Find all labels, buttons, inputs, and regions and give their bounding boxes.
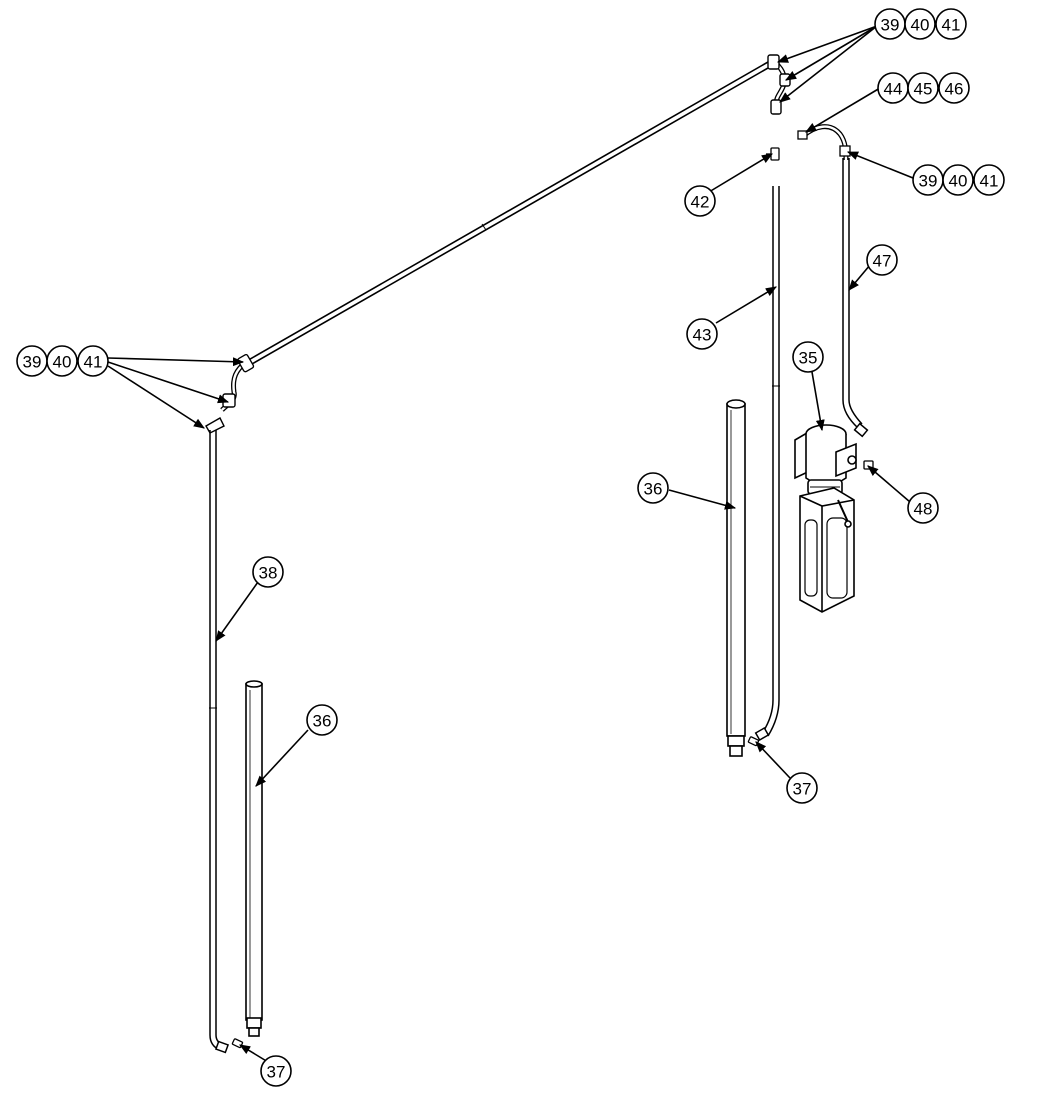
label-top2-b: 45 xyxy=(914,80,933,99)
label-left-a: 39 xyxy=(23,353,42,372)
label-left-b: 40 xyxy=(53,353,72,372)
balloon-37-right xyxy=(786,772,818,804)
label-38: 38 xyxy=(259,564,278,583)
callout-top-group-1 xyxy=(874,8,967,40)
label-top1-a: 39 xyxy=(881,16,900,35)
label-48: 48 xyxy=(914,500,933,519)
balloon-38 xyxy=(252,556,284,588)
tee-fitting-42 xyxy=(766,147,780,161)
label-top2-a: 44 xyxy=(884,80,903,99)
balloon-48 xyxy=(907,492,939,524)
callout-left-group xyxy=(16,345,109,377)
balloon-42 xyxy=(684,185,716,217)
label-right-b: 40 xyxy=(949,172,968,191)
power-unit-35 xyxy=(794,424,857,613)
label-top2-c: 46 xyxy=(945,80,964,99)
label-37-right: 37 xyxy=(793,780,812,799)
leader-lines xyxy=(107,25,914,1063)
label-top1-b: 40 xyxy=(911,16,930,35)
callout-top-group-2 xyxy=(877,72,970,104)
label-left-c: 41 xyxy=(84,353,103,372)
right-cylinder xyxy=(726,399,746,757)
label-right-c: 41 xyxy=(980,172,999,191)
pressure-line-43 xyxy=(754,186,780,741)
balloon-47 xyxy=(866,244,898,276)
left-cylinder xyxy=(245,680,263,1037)
label-47: 47 xyxy=(873,252,892,271)
label-42: 42 xyxy=(691,193,710,212)
balloon-37-left xyxy=(260,1055,292,1087)
fitting-48 xyxy=(863,460,874,470)
balloon-36-right xyxy=(637,472,669,504)
label-36-right: 36 xyxy=(644,480,663,499)
overhead-hydraulic-line xyxy=(244,57,776,369)
callout-right-group xyxy=(912,164,1005,196)
top-right-elbow-fittings xyxy=(767,54,791,115)
label-top1-c: 41 xyxy=(942,16,961,35)
left-elbow-fittings xyxy=(205,353,255,434)
label-35: 35 xyxy=(799,349,818,368)
label-36-left: 36 xyxy=(313,712,332,731)
label-right-a: 39 xyxy=(919,172,938,191)
balloon-35 xyxy=(792,341,824,373)
label-43: 43 xyxy=(693,326,712,345)
balloon-43 xyxy=(686,318,718,350)
right-fitting-37 xyxy=(747,736,760,747)
left-vertical-line xyxy=(209,430,230,1054)
label-37-left: 37 xyxy=(267,1063,286,1082)
balloon-36-left xyxy=(306,704,338,736)
return-line-47 xyxy=(842,158,869,438)
